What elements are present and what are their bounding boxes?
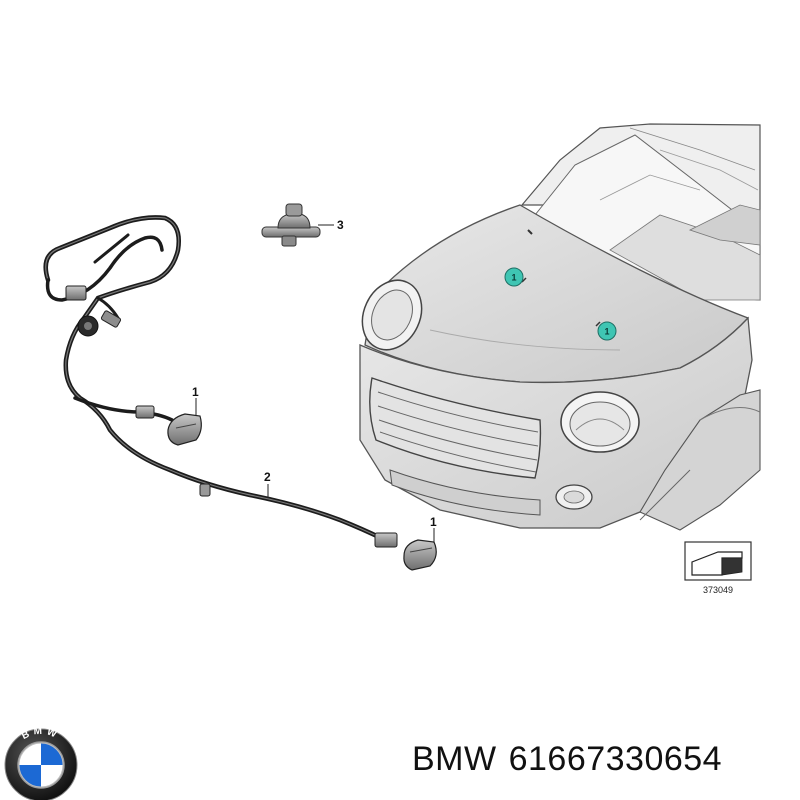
hood-nozzle-badge-right: 1 <box>597 321 617 341</box>
callout-washer-hose: 2 <box>264 470 271 484</box>
callout-nozzle-upper: 1 <box>192 385 199 399</box>
t-connector-part: 3 <box>261 203 344 247</box>
hose-connectors <box>65 285 398 548</box>
part-caption: BMW 61667330654 <box>412 740 722 779</box>
diagram-number: 373049 <box>703 585 733 595</box>
brand-name: BMW <box>412 740 497 778</box>
callout-hose-group: 2 <box>264 470 271 498</box>
car-front-illustration <box>359 123 761 531</box>
hood-nozzle-badge-left: 1 <box>504 267 524 287</box>
hood-badge-left-label: 1 <box>511 273 516 283</box>
part-number: 61667330654 <box>508 740 723 778</box>
bmw-logo-icon: BMW <box>4 726 78 800</box>
washer-nozzle-lower: 1 <box>403 515 437 571</box>
callout-nozzle-lower: 1 <box>430 515 437 529</box>
washer-nozzle-upper: 1 <box>167 385 202 446</box>
hood-badge-right-label: 1 <box>604 327 609 337</box>
callout-t-connector: 3 <box>337 218 344 232</box>
washer-hose-assembly <box>43 215 388 543</box>
diagram-reference-box: 373049 <box>684 541 752 595</box>
